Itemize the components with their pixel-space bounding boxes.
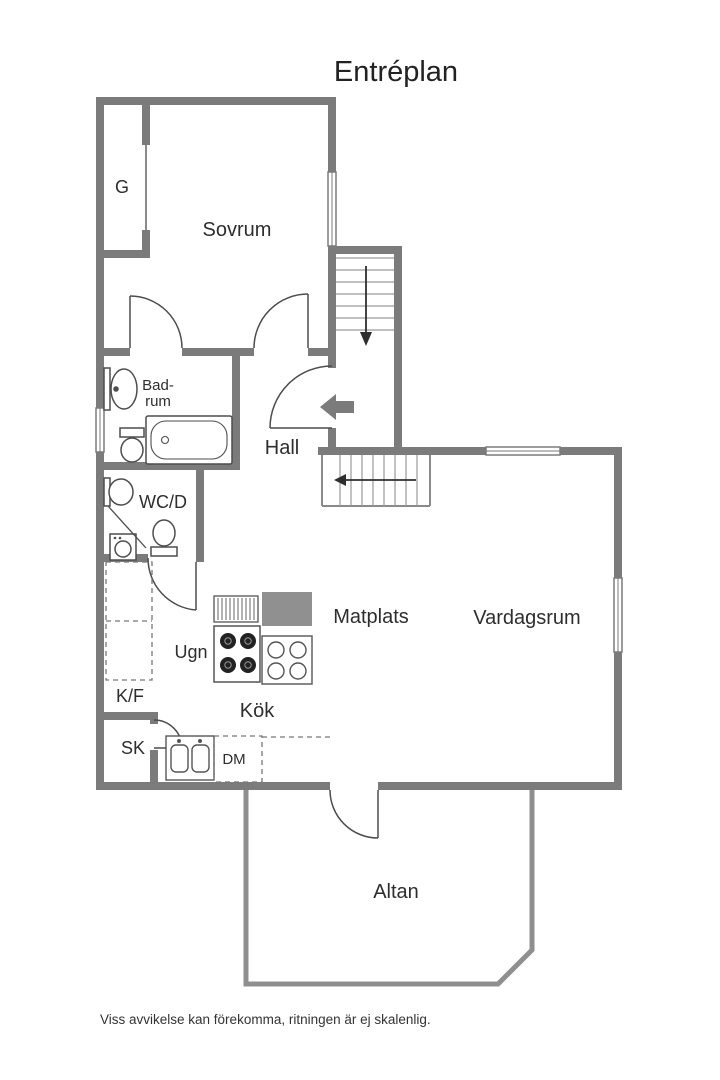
room-label-matplats: Matplats	[333, 606, 409, 628]
wcd-angled-wall	[107, 505, 147, 549]
wall	[232, 356, 240, 470]
wall	[150, 720, 158, 724]
wall	[318, 447, 402, 455]
door-altan	[329, 789, 379, 839]
wall	[142, 230, 150, 258]
stove-oven	[213, 625, 261, 683]
wcd-toilet	[150, 519, 178, 557]
fridge-freezer-outline	[105, 561, 153, 681]
label-sk: SK	[121, 738, 145, 758]
wall	[394, 254, 402, 455]
wall	[96, 97, 336, 105]
room-label-badrum-line2: rum	[145, 393, 171, 410]
room-label-hall: Hall	[265, 437, 299, 459]
door-entry	[269, 365, 333, 429]
windows	[95, 171, 623, 653]
wall	[96, 452, 104, 790]
washing-machine	[109, 533, 137, 561]
stairs-down-arrow-icon	[360, 266, 372, 346]
wall	[328, 97, 336, 172]
disclaimer-text: Viss avvikelse kan förekomma, ritningen …	[100, 1012, 431, 1027]
door-wcd	[147, 557, 197, 611]
wall	[142, 97, 150, 145]
room-label-kok: Kök	[240, 700, 275, 722]
wall	[394, 447, 486, 455]
wcd-basin	[103, 477, 134, 507]
wall	[328, 258, 336, 368]
label-ugn: Ugn	[174, 642, 207, 662]
room-label-g: G	[115, 177, 129, 197]
terrace-outline	[243, 790, 535, 987]
bathtub	[145, 415, 233, 465]
bathroom-toilet	[119, 427, 145, 463]
wall	[328, 428, 336, 455]
window-livingroom-top	[485, 446, 561, 456]
room-label-altan: Altan	[373, 881, 419, 903]
entry-direction-arrow-icon	[320, 394, 354, 420]
hob	[261, 635, 313, 685]
wall	[96, 462, 240, 470]
room-label-sovrum: Sovrum	[203, 219, 272, 241]
kitchen-sink	[165, 735, 215, 781]
wall	[614, 447, 622, 578]
wall	[614, 652, 622, 790]
wall	[308, 348, 336, 356]
bathroom-fixtures	[103, 367, 233, 465]
staircase-upper	[336, 257, 394, 346]
wcd-fixtures	[103, 477, 178, 561]
window-bathroom	[95, 407, 105, 453]
kitchen-fixtures	[105, 561, 330, 783]
wall	[328, 246, 402, 254]
room-label-wcd: WC/D	[139, 492, 187, 512]
room-label-vardagsrum: Vardagsrum	[473, 607, 580, 629]
window-livingroom-right	[613, 577, 623, 653]
wall	[196, 470, 204, 562]
bathroom-sink	[103, 367, 138, 411]
wall	[378, 782, 622, 790]
staircase-lower	[321, 455, 431, 507]
label-dm: DM	[222, 751, 245, 768]
vent-hatch	[213, 595, 259, 623]
door-bedroom-left	[129, 295, 183, 349]
door-bedroom-hall	[253, 293, 309, 349]
wall	[150, 750, 158, 782]
wall	[104, 348, 130, 356]
wall	[182, 348, 254, 356]
kitchen-counter-block	[262, 592, 312, 626]
walls	[96, 97, 622, 790]
room-label-badrum-line1: Bad-	[142, 377, 174, 394]
page-title: Entréplan	[334, 56, 458, 88]
label-kf: K/F	[116, 686, 144, 706]
dishwasher-outline	[213, 735, 263, 783]
wall	[96, 782, 330, 790]
wall	[96, 250, 150, 258]
stairs-lower-arrow-icon	[334, 474, 416, 486]
window-bedroom	[327, 171, 337, 247]
wall	[560, 447, 622, 455]
wall	[104, 712, 158, 720]
